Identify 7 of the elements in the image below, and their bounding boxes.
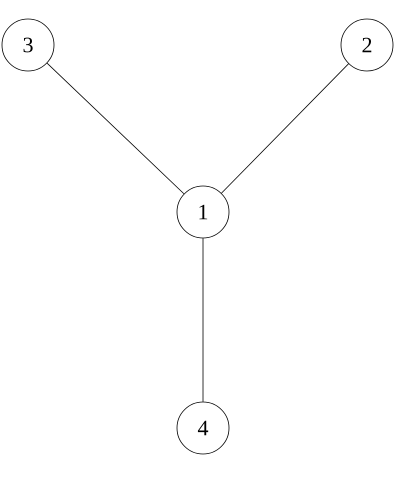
circle-node: 3 [2, 18, 54, 72]
connector-line [202, 238, 204, 402]
connector-line [46, 62, 184, 194]
circle-node: 1 [176, 186, 230, 238]
circle-node: 2 [340, 18, 394, 72]
circle-node: 4 [176, 402, 230, 454]
connector-line [221, 63, 349, 194]
